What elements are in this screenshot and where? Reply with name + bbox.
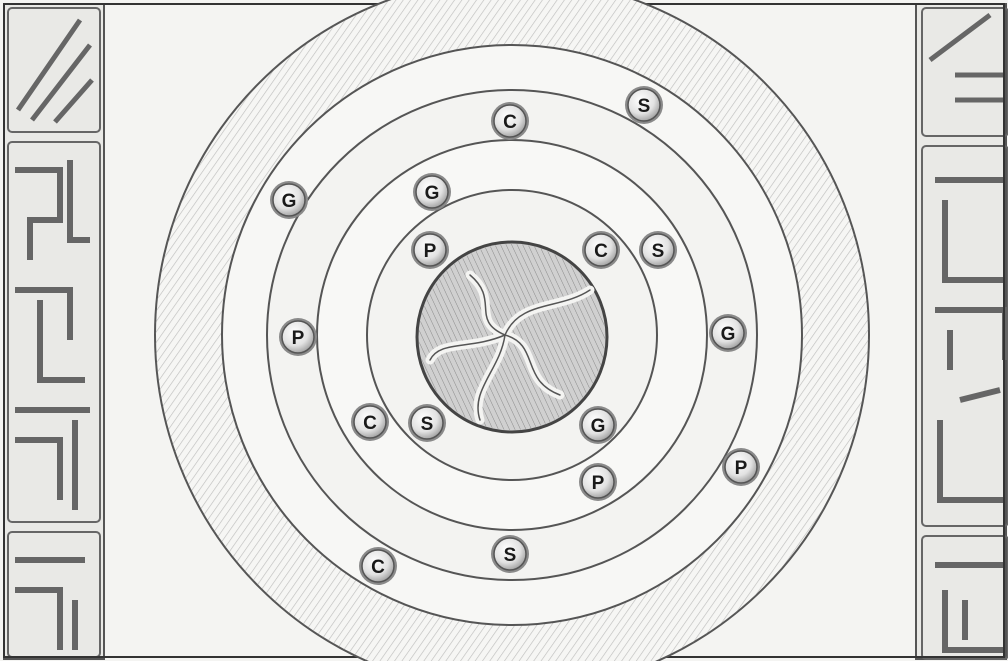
token-p[interactable]: P — [722, 448, 760, 486]
token-s[interactable]: S — [408, 404, 446, 442]
token-label: G — [425, 183, 440, 204]
token-label: G — [282, 191, 297, 212]
token-label: G — [591, 416, 606, 437]
token-c[interactable]: C — [359, 547, 397, 585]
left-glyph-panel-icon — [4, 4, 104, 659]
token-p[interactable]: P — [279, 318, 317, 356]
token-g[interactable]: G — [270, 181, 308, 219]
token-label: P — [292, 328, 305, 349]
token-s[interactable]: S — [639, 231, 677, 269]
token-c[interactable]: C — [351, 403, 389, 441]
token-label: S — [504, 545, 517, 566]
token-g[interactable]: G — [579, 406, 617, 444]
token-label: S — [652, 241, 665, 262]
token-c[interactable]: C — [491, 102, 529, 140]
token-label: C — [503, 112, 517, 133]
token-label: P — [424, 241, 437, 262]
token-p[interactable]: P — [411, 231, 449, 269]
token-c[interactable]: C — [582, 231, 620, 269]
token-label: S — [638, 96, 651, 117]
cracked-stone-core-icon — [417, 242, 607, 432]
right-glyph-panel-icon — [916, 4, 1008, 659]
token-s[interactable]: S — [491, 535, 529, 573]
token-label: P — [592, 473, 605, 494]
token-label: P — [735, 458, 748, 479]
token-label: G — [721, 324, 736, 345]
token-s[interactable]: S — [625, 86, 663, 124]
token-g[interactable]: G — [413, 173, 451, 211]
token-g[interactable]: G — [709, 314, 747, 352]
token-p[interactable]: P — [579, 463, 617, 501]
token-label: C — [371, 557, 385, 578]
token-label: C — [363, 413, 377, 434]
token-label: C — [594, 241, 608, 262]
token-label: S — [421, 414, 434, 435]
